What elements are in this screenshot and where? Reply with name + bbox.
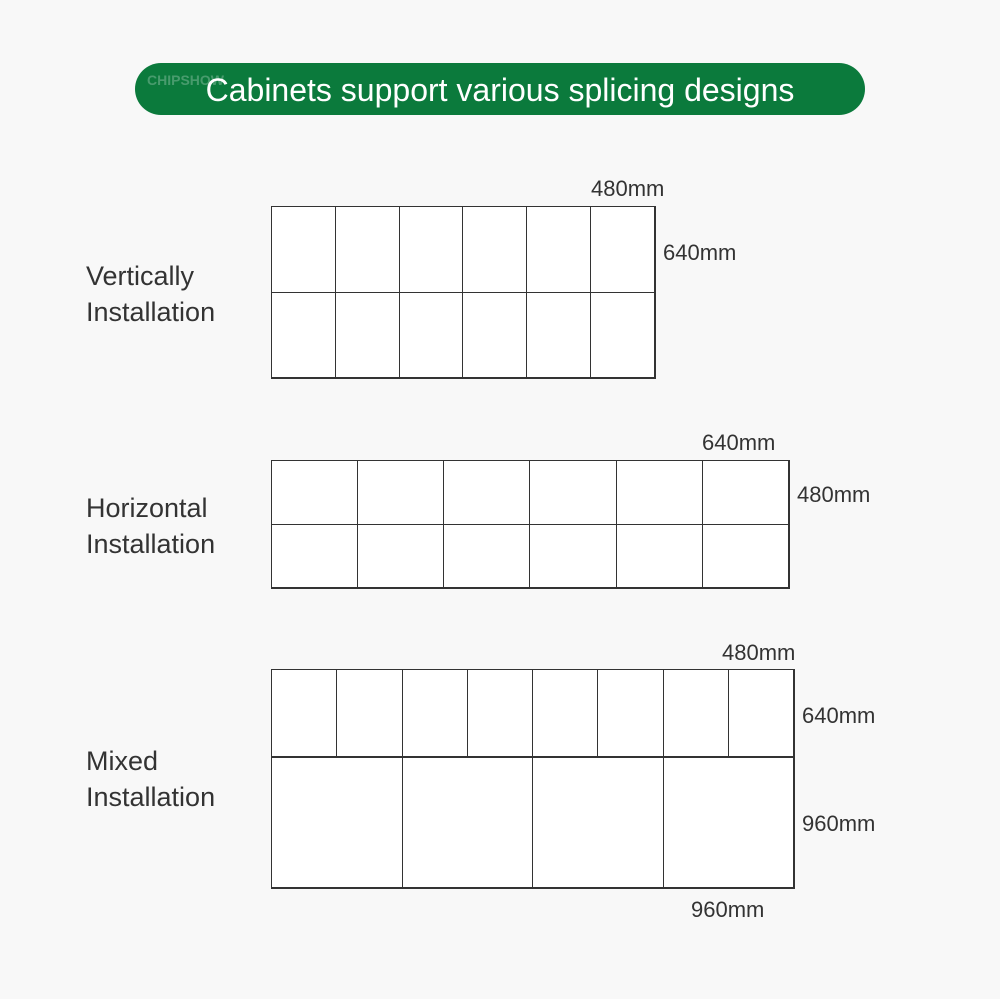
mixed-bottom-width: 960mm	[691, 897, 765, 922]
cabinet-cell	[529, 460, 617, 525]
cabinet-cell	[357, 523, 445, 588]
mixed-top-width: 480mm	[722, 640, 796, 665]
cabinet-cell	[336, 669, 403, 757]
cabinet-cell	[526, 206, 592, 293]
cabinet-cell	[529, 523, 617, 588]
cabinet-cell	[526, 291, 592, 378]
cabinet-cell	[462, 206, 528, 293]
title-banner: CHIPSHOW Cabinets support various splici…	[135, 63, 865, 115]
horizontal-width: 640mm	[702, 430, 776, 455]
mixed-bottom-grid	[271, 757, 795, 889]
cabinet-cell	[271, 291, 336, 378]
brand-logo-watermark: CHIPSHOW	[147, 72, 224, 88]
cabinet-cell	[615, 460, 703, 525]
cabinet-cell	[532, 669, 599, 757]
cabinet-cell	[271, 757, 403, 888]
cabinet-cell	[727, 669, 794, 757]
cabinet-cell	[701, 460, 789, 525]
cabinet-cell	[271, 523, 359, 588]
cabinet-cell	[701, 523, 789, 588]
cabinet-cell	[443, 523, 531, 588]
cabinet-cell	[271, 206, 336, 293]
page-title: Cabinets support various splicing design…	[205, 72, 795, 108]
cabinet-cell	[398, 206, 464, 293]
vertical-width: 480mm	[591, 176, 665, 201]
cabinet-cell	[615, 523, 703, 588]
cabinet-cell	[357, 460, 445, 525]
cabinet-cell	[334, 206, 400, 293]
mixed-bottom-height: 960mm	[802, 811, 876, 836]
horizontal-height: 480mm	[797, 482, 871, 507]
cabinet-cell	[532, 757, 664, 888]
cabinet-cell	[597, 669, 664, 757]
cabinet-cell	[271, 460, 359, 525]
vertical-cabinet-grid	[271, 206, 656, 379]
cabinet-cell	[466, 669, 533, 757]
cabinet-cell	[401, 669, 468, 757]
cabinet-cell	[443, 460, 531, 525]
cabinet-cell	[271, 669, 338, 757]
cabinet-cell	[398, 291, 464, 378]
cabinet-cell	[401, 757, 533, 888]
cabinet-cell	[334, 291, 400, 378]
cabinet-cell	[590, 291, 655, 378]
cabinet-cell	[462, 291, 528, 378]
cabinet-cell	[590, 206, 655, 293]
horizontal-cabinet-grid	[271, 460, 790, 589]
cabinet-cell	[662, 669, 729, 757]
mixed-top-height: 640mm	[802, 703, 876, 728]
mixed-top-grid	[271, 669, 795, 758]
cabinet-cell	[662, 757, 794, 888]
vertical-height: 640mm	[663, 240, 737, 265]
